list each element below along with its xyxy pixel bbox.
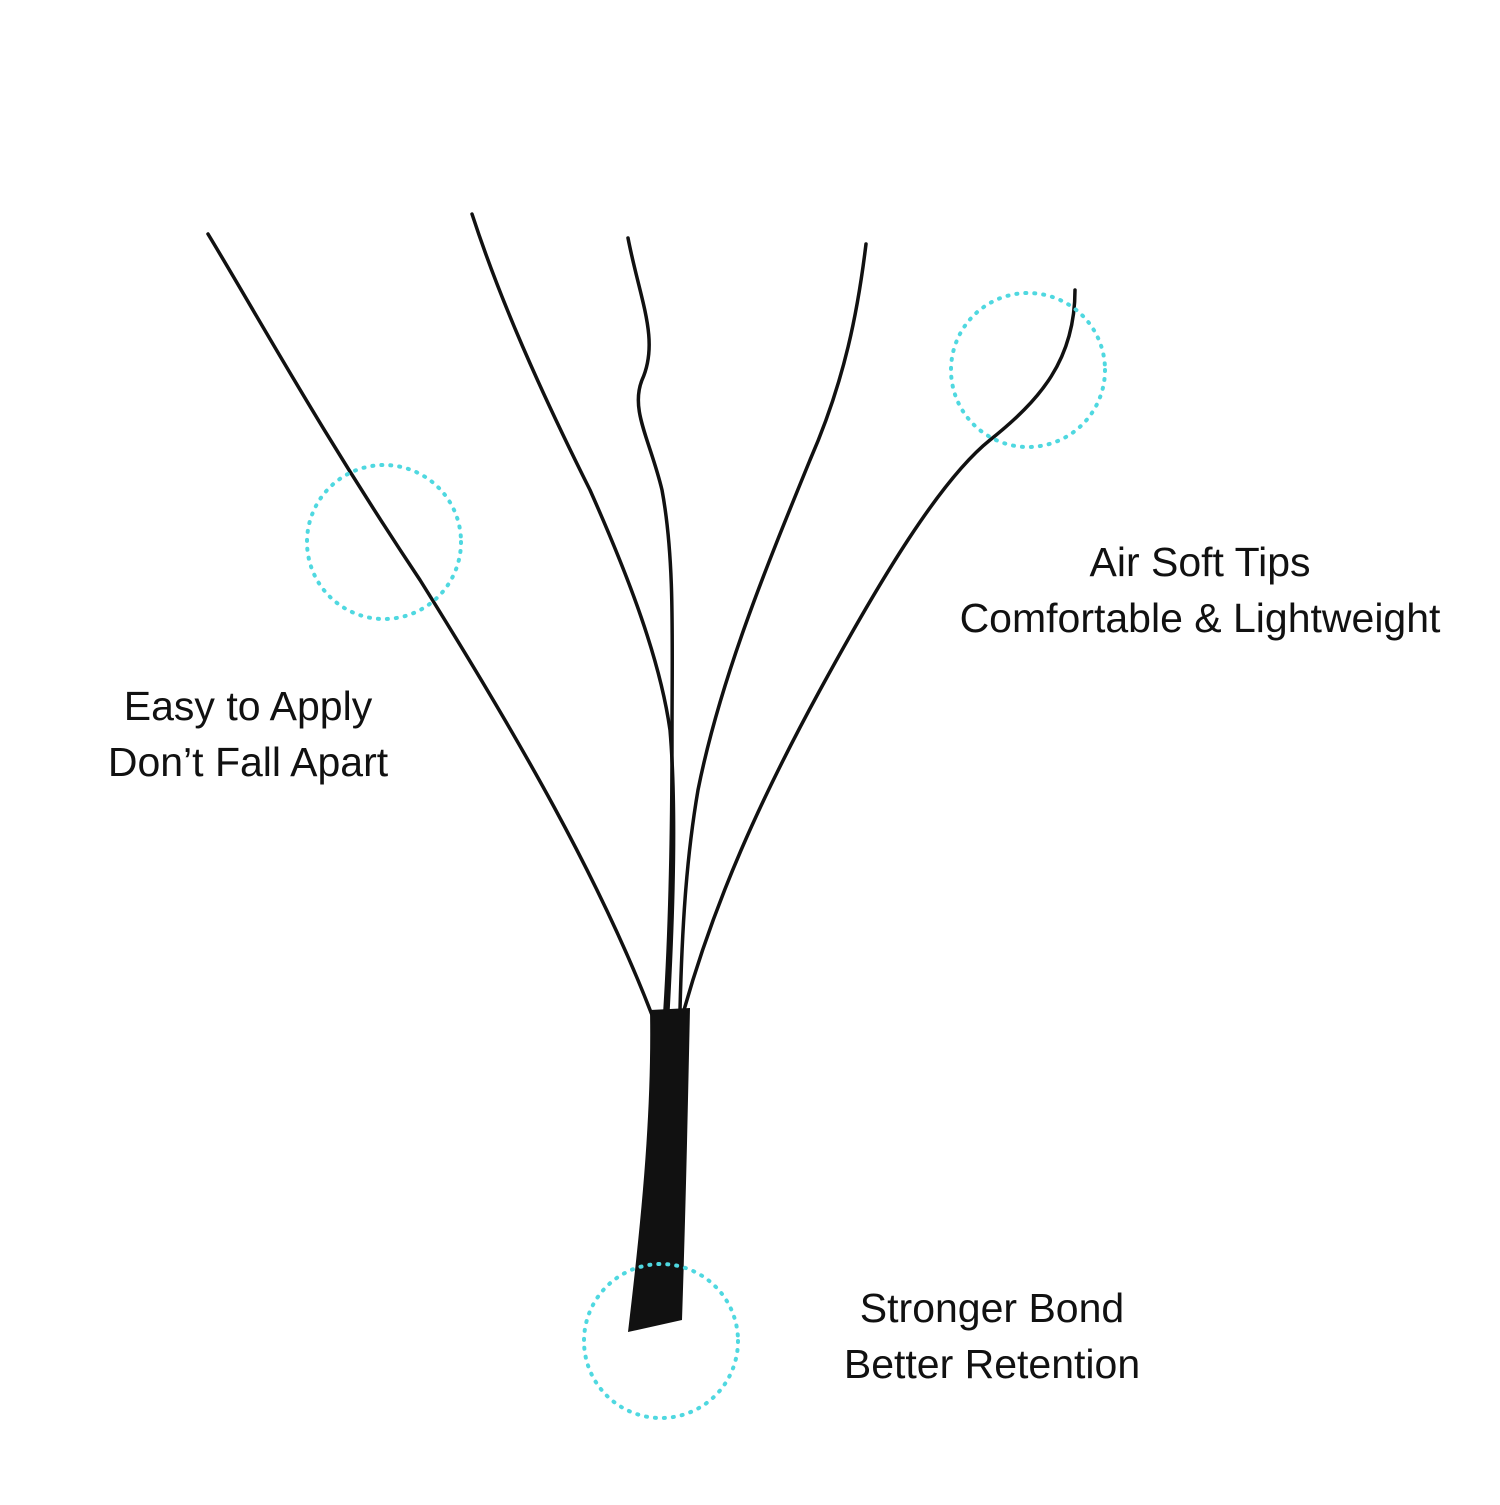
highlight-circle-tips xyxy=(949,291,1107,449)
callout-air-soft-tips: Air Soft Tips Comfortable & Lightweight xyxy=(900,534,1500,646)
callout-bond-line1: Stronger Bond xyxy=(859,1285,1125,1331)
callout-apply-line2: Don’t Fall Apart xyxy=(107,739,389,785)
callout-tips-line1: Air Soft Tips xyxy=(1089,539,1311,585)
highlight-circle-bond xyxy=(582,1262,740,1420)
callout-tips-line2: Comfortable & Lightweight xyxy=(959,595,1441,641)
lash-fiber-1 xyxy=(206,232,654,1017)
callout-apply-line1: Easy to Apply xyxy=(123,683,373,729)
lash-fan xyxy=(206,212,1077,1017)
lash-fiber-3 xyxy=(626,236,675,1012)
lash-fiber-5 xyxy=(682,288,1077,1012)
lash-fiber-4 xyxy=(678,242,868,1012)
lash-fiber-2 xyxy=(470,212,676,1012)
callout-stronger-bond: Stronger Bond Better Retention xyxy=(792,1280,1192,1392)
callout-bond-line2: Better Retention xyxy=(843,1341,1141,1387)
lash-bonded-base xyxy=(628,1008,690,1332)
callout-easy-to-apply: Easy to Apply Don’t Fall Apart xyxy=(48,678,448,790)
highlight-circle-apply xyxy=(305,463,463,621)
